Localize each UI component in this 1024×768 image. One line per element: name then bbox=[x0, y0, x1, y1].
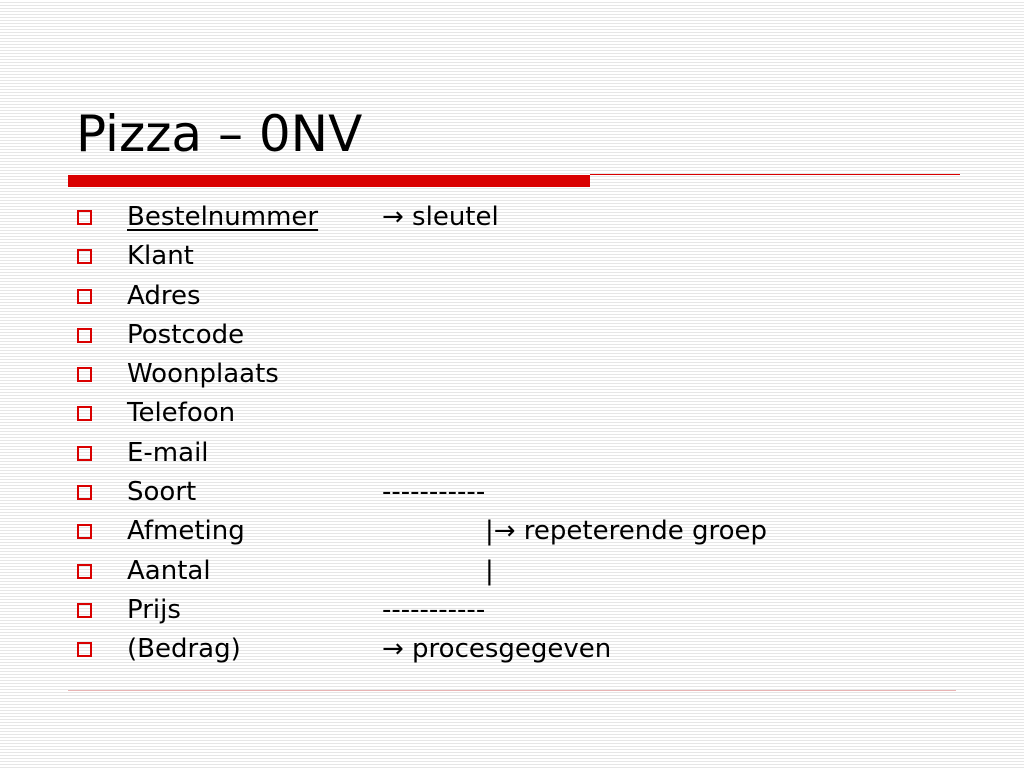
list-item: Aantal | bbox=[0, 552, 1024, 591]
title-underline-thin bbox=[590, 174, 960, 175]
item-label: (Bedrag) bbox=[127, 634, 241, 665]
list-item: Prijs ----------- bbox=[0, 591, 1024, 630]
square-bullet-icon bbox=[77, 367, 92, 383]
list-item: Woonplaats bbox=[0, 355, 1024, 394]
item-note: | bbox=[485, 555, 494, 586]
square-bullet-icon bbox=[77, 602, 92, 618]
square-bullet-icon bbox=[77, 524, 92, 540]
list-item: Afmeting |→ repeterende groep bbox=[0, 512, 1024, 551]
square-bullet-icon bbox=[77, 210, 92, 225]
item-label: Aantal bbox=[127, 555, 211, 586]
square-bullet-icon bbox=[77, 249, 92, 265]
square-bullet-icon bbox=[77, 327, 92, 343]
item-note: → procesgegeven bbox=[382, 634, 612, 665]
item-label: Klant bbox=[127, 241, 194, 272]
square-bullet-icon bbox=[77, 445, 92, 461]
item-note: → sleutel bbox=[382, 202, 499, 232]
square-bullet-icon bbox=[77, 288, 92, 304]
square-bullet-icon bbox=[77, 485, 92, 501]
item-label: Afmeting bbox=[127, 516, 245, 547]
title-underline-thick bbox=[68, 175, 590, 187]
footer-divider bbox=[68, 690, 956, 691]
square-bullet-icon bbox=[77, 563, 92, 579]
item-label: Adres bbox=[127, 280, 201, 311]
square-bullet-icon bbox=[77, 642, 92, 658]
list-item: Klant bbox=[0, 237, 1024, 276]
item-note: |→ repeterende groep bbox=[485, 516, 768, 547]
item-label: Bestelnummer bbox=[127, 202, 319, 232]
item-label: Prijs bbox=[127, 594, 181, 625]
slide-title: Pizza – 0NV bbox=[76, 105, 363, 163]
item-note: ----------- bbox=[382, 594, 486, 625]
list-item: Bestelnummer → sleutel bbox=[0, 198, 1024, 237]
attribute-list: Bestelnummer → sleutel Klant Adres Postc… bbox=[0, 198, 1024, 670]
item-note: ----------- bbox=[382, 477, 486, 508]
list-item: Adres bbox=[0, 277, 1024, 316]
list-item: Soort ----------- bbox=[0, 473, 1024, 512]
square-bullet-icon bbox=[77, 406, 92, 422]
item-label: Soort bbox=[127, 477, 197, 508]
item-label: Telefoon bbox=[127, 398, 236, 429]
list-item: E-mail bbox=[0, 434, 1024, 473]
list-item: Telefoon bbox=[0, 394, 1024, 433]
list-item: (Bedrag) → procesgegeven bbox=[0, 630, 1024, 669]
item-label: Postcode bbox=[127, 319, 245, 350]
item-label: E-mail bbox=[127, 437, 209, 468]
item-label: Woonplaats bbox=[127, 359, 279, 390]
list-item: Postcode bbox=[0, 316, 1024, 355]
